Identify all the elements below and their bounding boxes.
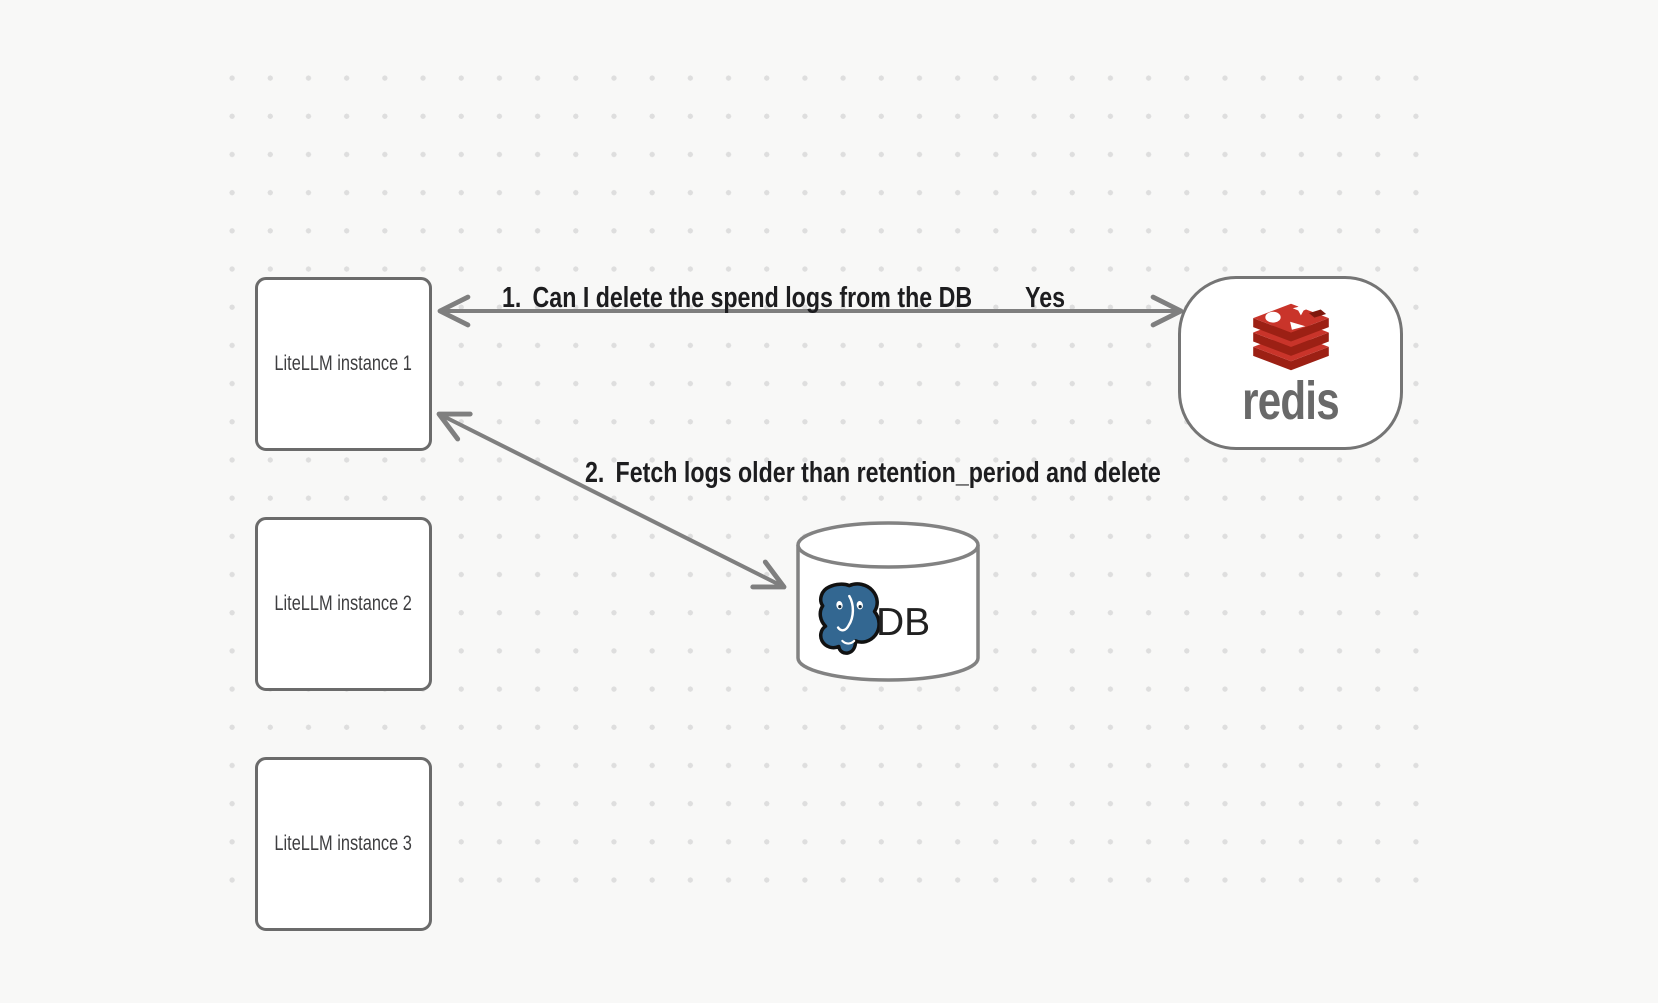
node-litellm-instance-1[interactable]: LiteLLM instance 1 bbox=[255, 277, 432, 451]
annotation-step2: 2. Fetch logs older than retention_period… bbox=[585, 459, 1161, 488]
annotation-step2-text: Fetch logs older than retention_period a… bbox=[615, 457, 1161, 489]
annotation-step1-answer: Yes bbox=[1025, 282, 1065, 314]
node-litellm-instance-3[interactable]: LiteLLM instance 3 bbox=[255, 757, 432, 931]
annotation-step1-number: 1. bbox=[502, 282, 522, 314]
redis-wordmark: redis bbox=[1242, 371, 1340, 431]
node-litellm-instance-3-label: LiteLLM instance 3 bbox=[274, 832, 413, 855]
dot-grid-background bbox=[213, 59, 1423, 885]
database-label: DB bbox=[876, 601, 931, 644]
annotation-step1: 1. Can I delete the spend logs from the D… bbox=[502, 284, 972, 313]
redis-logo-icon bbox=[1253, 301, 1329, 371]
node-redis[interactable]: redis bbox=[1178, 276, 1403, 450]
arrow-instance1-db[interactable] bbox=[436, 411, 787, 590]
node-litellm-instance-2[interactable]: LiteLLM instance 2 bbox=[255, 517, 432, 691]
annotation-step1-text: Can I delete the spend logs from the DB bbox=[532, 282, 973, 314]
node-litellm-instance-2-label: LiteLLM instance 2 bbox=[274, 592, 413, 615]
annotation-step2-number: 2. bbox=[585, 457, 605, 489]
postgresql-elephant-icon bbox=[818, 582, 881, 655]
node-litellm-instance-1-label: LiteLLM instance 1 bbox=[274, 352, 413, 375]
